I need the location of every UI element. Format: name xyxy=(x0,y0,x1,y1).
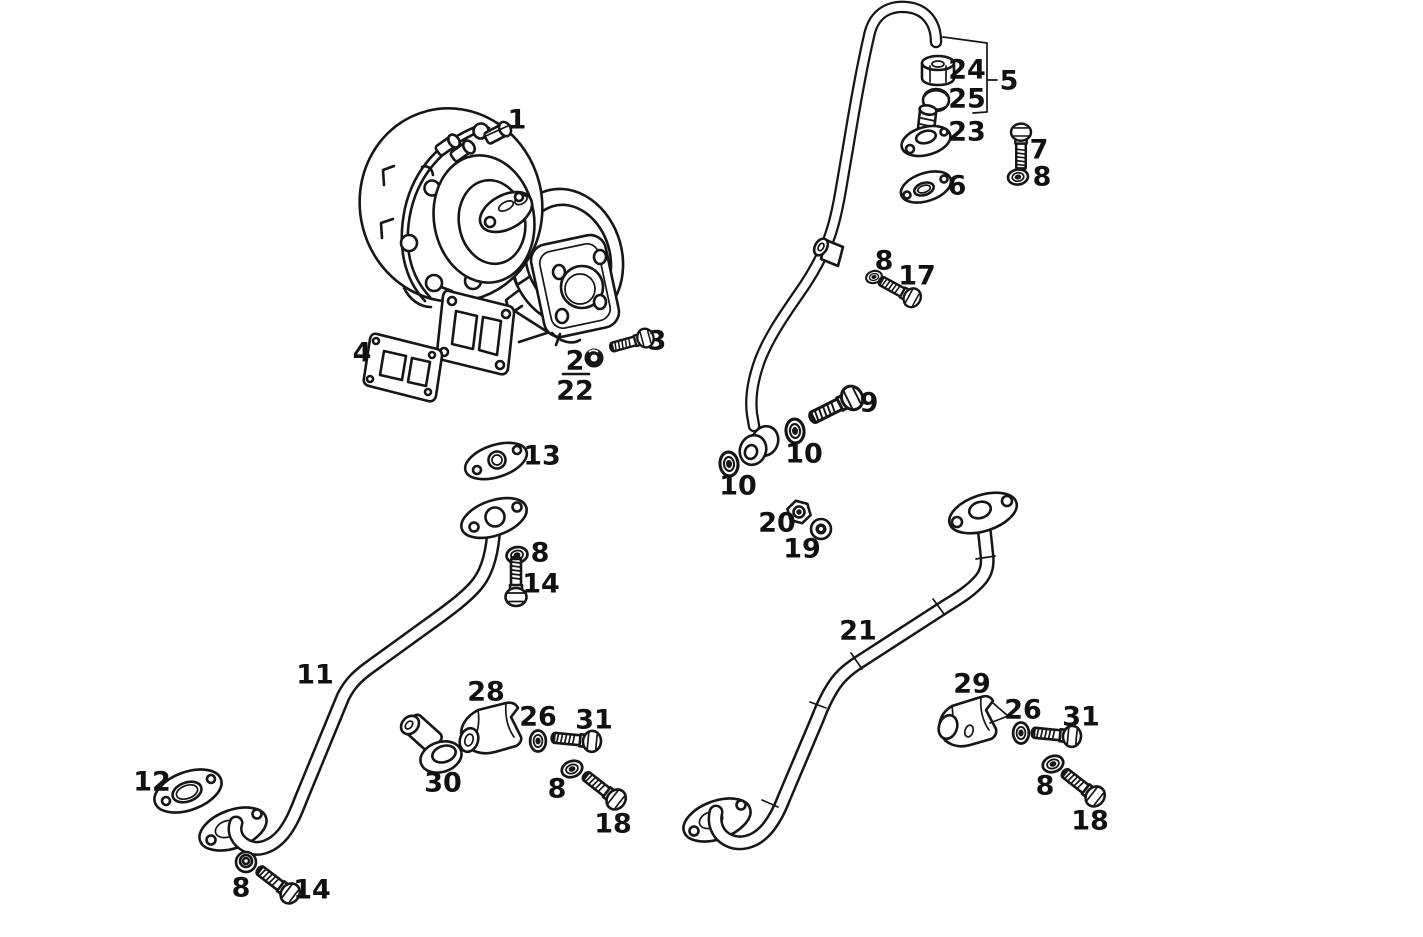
callout-2: 2 xyxy=(566,346,585,377)
banjo-bolt-9 xyxy=(803,381,869,432)
gasket-4 xyxy=(362,332,444,403)
bolt-18-b xyxy=(1055,761,1111,812)
callout-8: 8 xyxy=(1036,771,1055,802)
callout-4: 4 xyxy=(353,338,372,369)
callout-19: 19 xyxy=(783,534,821,565)
callout-14: 14 xyxy=(293,875,331,906)
callout-25: 25 xyxy=(948,84,986,115)
callout-8: 8 xyxy=(1033,162,1052,193)
callout-21: 21 xyxy=(839,616,877,647)
callout-3: 3 xyxy=(648,326,667,357)
washer-8-a xyxy=(1005,166,1031,188)
gasket-13 xyxy=(463,441,529,481)
callout-10: 10 xyxy=(785,439,823,470)
callout-7: 7 xyxy=(1030,135,1049,166)
washer-26-b xyxy=(1011,721,1031,745)
callout-6: 6 xyxy=(948,171,967,202)
callout-8: 8 xyxy=(232,873,251,904)
oil-supply-pipe-5 xyxy=(738,0,943,467)
nut-8-d xyxy=(234,850,258,874)
callout-28: 28 xyxy=(467,677,505,708)
callout-20: 20 xyxy=(758,508,796,539)
turbine-housing xyxy=(504,187,625,347)
compressor-housing xyxy=(358,107,544,309)
bolt-18-a xyxy=(576,764,632,815)
adapter-23 xyxy=(900,104,952,158)
callout-26: 26 xyxy=(519,702,557,733)
oil-drain-pipe-21 xyxy=(682,491,1019,851)
callout-30: 30 xyxy=(424,768,462,799)
callout-31: 31 xyxy=(575,705,613,736)
bracket-28 xyxy=(458,701,523,755)
callout-22: 22 xyxy=(556,376,594,407)
pipe11-top-flange xyxy=(460,496,528,540)
callout-24: 24 xyxy=(948,55,986,86)
callout-10: 10 xyxy=(719,471,757,502)
gasket-6 xyxy=(899,170,953,204)
bolt-7 xyxy=(1009,122,1033,172)
oil-drain-pipe-11 xyxy=(198,496,528,856)
pipe21-top-flange xyxy=(947,491,1019,535)
callout-18: 18 xyxy=(594,809,632,840)
callout-9: 9 xyxy=(860,388,879,419)
washer-2-22 xyxy=(584,348,604,368)
callout-29: 29 xyxy=(953,669,991,700)
callout-26: 26 xyxy=(1004,695,1042,726)
callout-23: 23 xyxy=(948,117,986,148)
callout-17: 17 xyxy=(898,261,936,292)
washer-26-a xyxy=(528,729,548,753)
turbo-inlet-flange xyxy=(435,285,548,376)
callout-8: 8 xyxy=(548,774,567,805)
callout-31: 31 xyxy=(1062,702,1100,733)
gasket-12 xyxy=(153,768,223,814)
callout-18: 18 xyxy=(1071,806,1109,837)
banjo-eye xyxy=(738,424,780,467)
callout-14: 14 xyxy=(522,569,560,600)
turbocharger-assembly xyxy=(358,107,625,376)
callout-8: 8 xyxy=(875,246,894,277)
leader-line-1 xyxy=(478,124,511,140)
pipe21-seams xyxy=(761,555,996,808)
union-nut-24 xyxy=(920,54,956,87)
clamp-30 xyxy=(399,713,463,774)
callout-12: 12 xyxy=(133,767,171,798)
bracket-29 xyxy=(937,694,1009,748)
callout-5: 5 xyxy=(1000,66,1019,97)
callout-13: 13 xyxy=(523,441,561,472)
washer-19 xyxy=(809,517,833,541)
nut-20 xyxy=(786,499,812,525)
bracket-line-5 xyxy=(942,36,998,114)
callout-8: 8 xyxy=(531,538,550,569)
callout-1: 1 xyxy=(508,105,527,136)
callout-11: 11 xyxy=(296,660,334,691)
